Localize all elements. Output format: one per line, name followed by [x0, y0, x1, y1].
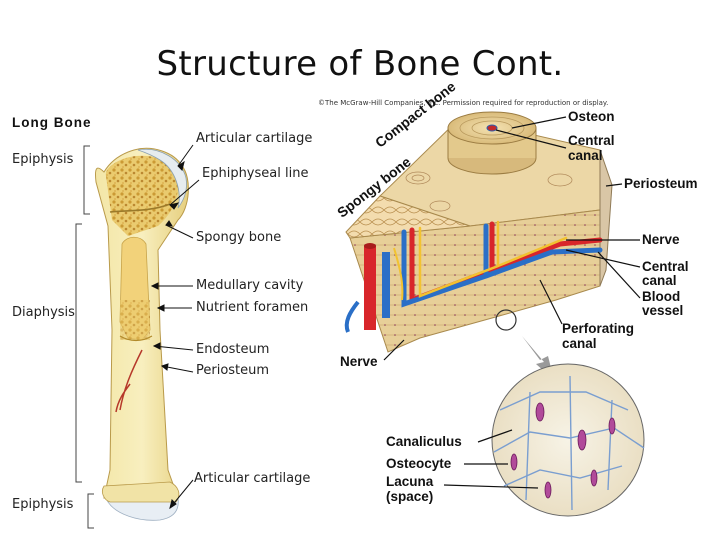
endosteum-label: Endosteum — [196, 342, 270, 357]
articular-cartilage-top-label: Articular cartilage — [196, 131, 313, 146]
bone-block-spongy-face — [345, 195, 471, 239]
external-vessels — [344, 243, 404, 333]
osteocyte-label: Osteocyte — [386, 456, 452, 471]
perforating-canal-marker — [495, 309, 517, 331]
epiphysis-top-label: Epiphysis — [12, 152, 74, 167]
proximal-articular-cartilage — [137, 148, 187, 209]
diaphysis-label: Diaphysis — [12, 305, 75, 320]
central-canal-opening — [486, 124, 498, 132]
osteon-rings — [405, 171, 573, 212]
epiphyseal-line-label: Ephiphyseal line — [202, 166, 309, 181]
medullary-cavity-label: Medullary cavity — [196, 278, 304, 293]
spongy-bone-label: Spongy bone — [196, 230, 282, 245]
nutrient-foramen-label: Nutrient foramen — [196, 300, 309, 315]
vessel-network — [401, 220, 603, 308]
perforating-canal-label: Perforating canal — [562, 321, 635, 351]
osteocyte-cells — [510, 402, 616, 499]
osteon-label: Osteon — [568, 109, 615, 124]
epiphyseal-line — [109, 203, 171, 213]
long-bone-leaders — [150, 144, 200, 510]
lacuna-label: Lacuna — [386, 474, 434, 489]
periosteum-block-label: Periosteum — [624, 176, 698, 191]
lacuna-note-label: (space) — [386, 489, 434, 504]
nutrient-artery — [115, 349, 143, 413]
articular-cartilage-bottom-label: Articular cartilage — [194, 471, 311, 486]
nerve-bottom-label: Nerve — [340, 354, 378, 369]
long-bone-heading: Long Bone — [12, 115, 92, 130]
region-brackets — [75, 145, 94, 529]
distal-articular-cartilage — [105, 497, 179, 521]
central-canal-right-label: Central canal — [642, 259, 689, 288]
epiphysis-bottom-label: Epiphysis — [12, 497, 74, 512]
slide-title: Structure of Bone Cont. — [156, 44, 564, 84]
periosteum-label: Periosteum — [196, 363, 270, 378]
compact-bone-leaders — [383, 116, 641, 489]
blood-vessel-label: Blood vessel — [642, 289, 684, 318]
canaliculus-label: Canaliculus — [386, 434, 462, 449]
nerve-right-label: Nerve — [642, 232, 680, 247]
copyright-notice: ©The McGraw-Hill Companies, Inc. Permiss… — [318, 99, 609, 107]
proximal-spongy-bone — [105, 155, 179, 236]
central-canal-top-label: Central canal — [568, 133, 615, 163]
